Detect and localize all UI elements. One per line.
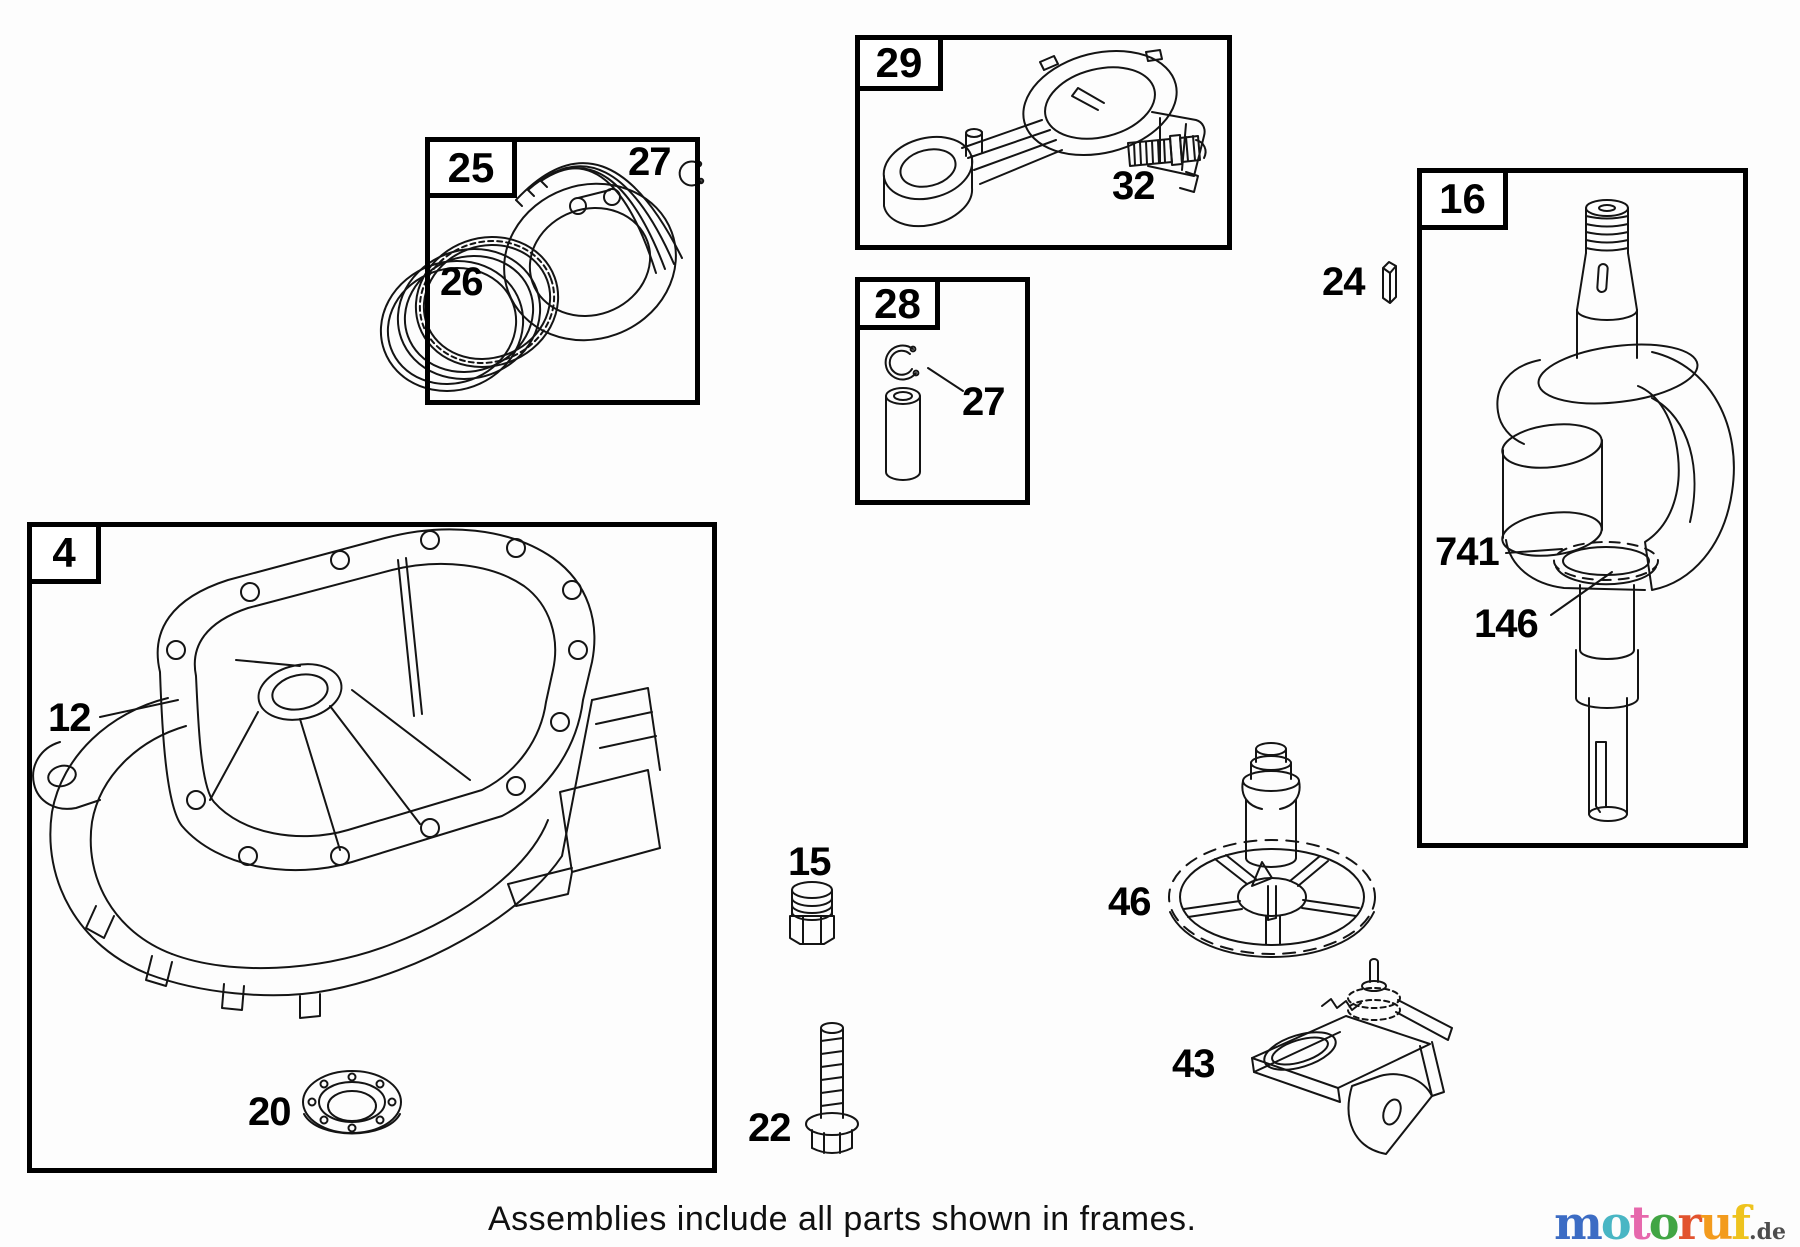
frame-number-29: 29 [855,35,943,91]
part-label-26: 26 [440,260,483,304]
governor-drawing [1251,958,1453,1155]
frame-number-4: 4 [27,522,101,584]
logo-letter: t [1629,1196,1651,1247]
wrist-pin-drawing [884,344,964,481]
assembly-frame-16: 16 [1417,168,1748,848]
part-label-24: 24 [1322,260,1365,304]
assembly-frame-29: 29 [855,35,1232,250]
camshaft-gear-drawing [1168,742,1376,958]
connecting-rod-drawing [882,49,1207,228]
assembly-frame-25: 25 [425,137,700,405]
part-label-741: 741 [1435,530,1500,574]
logo-domain-suffix: .de [1748,1219,1786,1245]
logo-letter: o [1648,1196,1680,1247]
part-label-43: 43 [1172,1042,1215,1086]
frame-number-16: 16 [1417,168,1508,230]
frame-number-25: 25 [425,137,517,198]
crankshaft-key-drawing [1382,261,1397,304]
sump-bolt-drawing [805,1022,859,1154]
part-label-27-pin-clip: 27 [962,380,1005,424]
logo-letter: m [1554,1196,1603,1247]
part-label-12: 12 [48,696,91,740]
assembly-frame-28: 28 [855,277,1030,505]
footer-note: Assemblies include all parts shown in fr… [488,1200,1197,1238]
crankcase-sump-drawing [32,528,661,1019]
oil-seal-drawing [302,1070,402,1135]
part-label-146: 146 [1474,602,1539,646]
piston-rings-drawing [379,236,560,392]
part-label-20: 20 [248,1090,291,1134]
part-label-22: 22 [748,1106,791,1150]
motoruf-logo[interactable]: motoruf.de [1554,1196,1786,1247]
assembly-frame-4: 4 [27,522,717,1173]
frame-number-28: 28 [855,277,940,330]
drain-plug-drawing [789,881,835,945]
logo-letter: o [1600,1196,1632,1247]
logo-letter: u [1699,1196,1733,1247]
part-label-46: 46 [1108,880,1151,924]
crankshaft-drawing [1496,199,1735,822]
rod-bolt-drawing [1127,134,1201,167]
logo-letter: f [1731,1196,1751,1247]
logo-letter: r [1677,1196,1701,1247]
part-label-32: 32 [1112,164,1155,208]
part-label-27-piston-clip: 27 [628,140,671,184]
piston-drawing [503,162,683,342]
part-label-15: 15 [788,840,831,884]
